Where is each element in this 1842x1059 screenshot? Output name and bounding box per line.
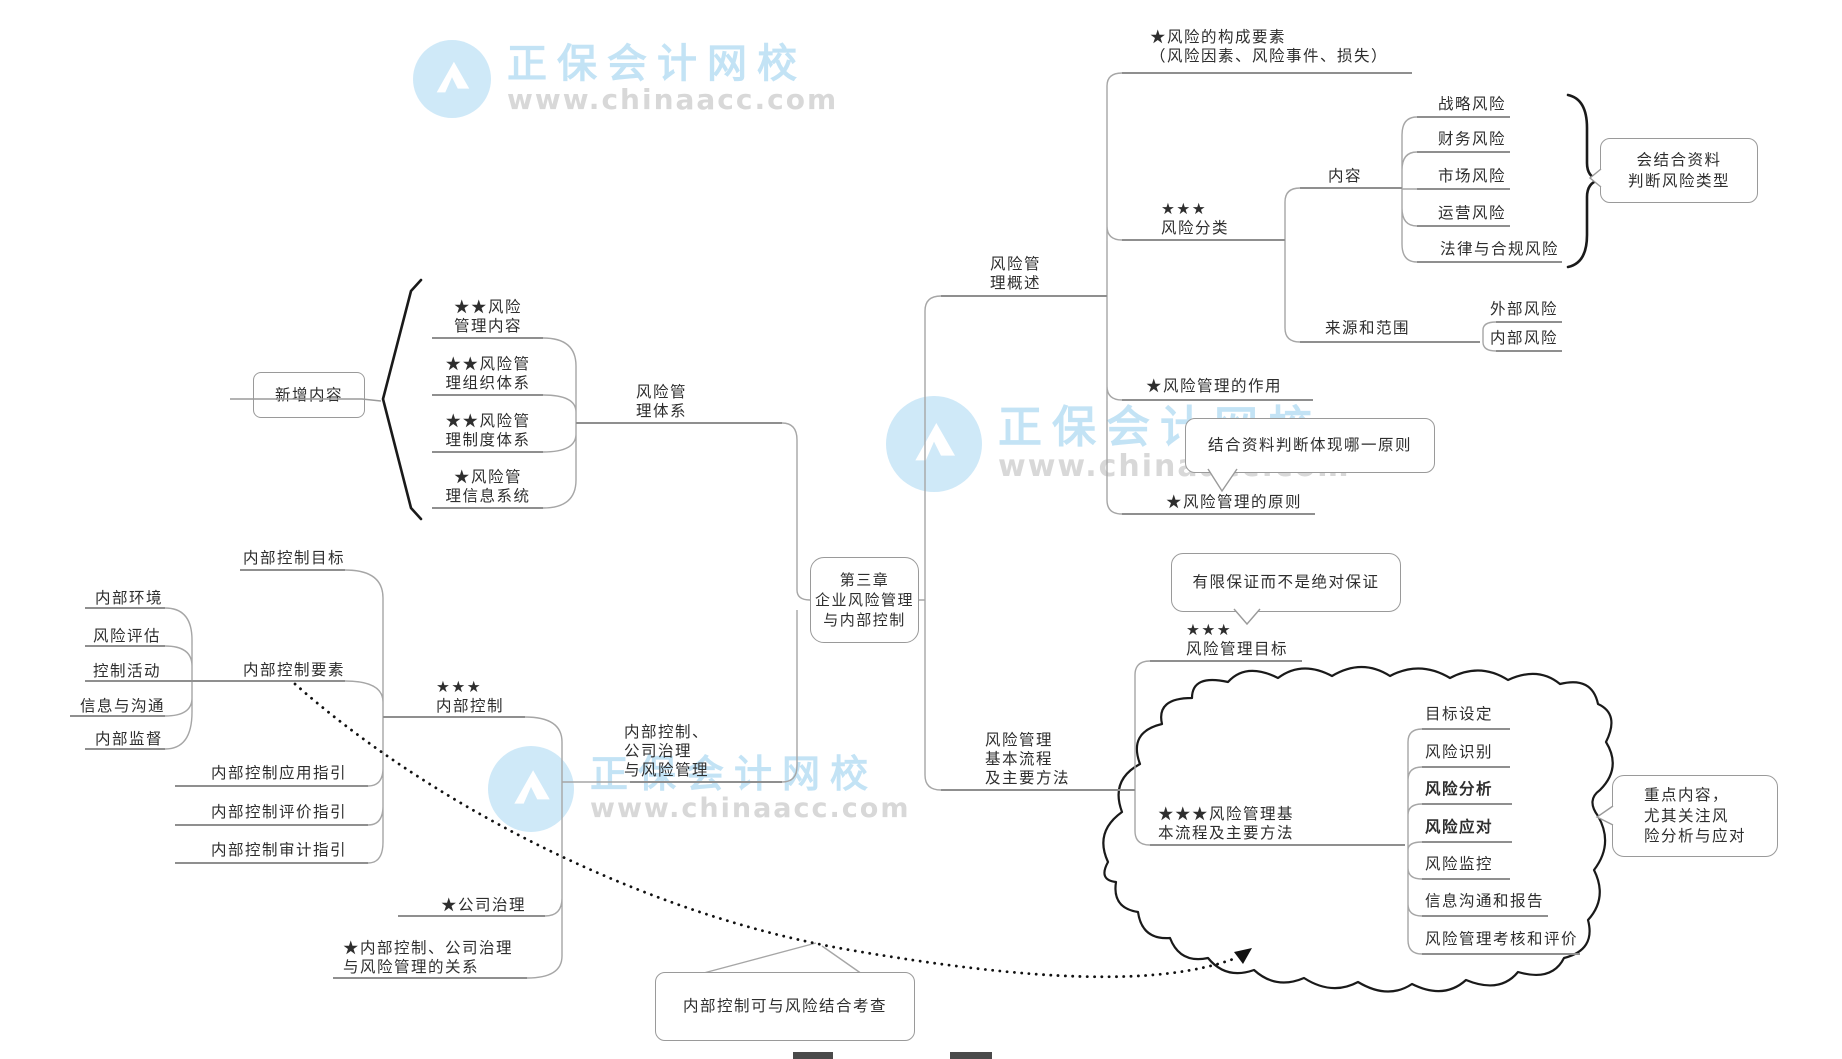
watermark-brand: 正保会计网校 xyxy=(507,41,807,88)
watermark-url: www.chinaacc.com xyxy=(590,792,911,824)
watermark-url: www.chinaacc.com xyxy=(507,83,839,117)
topic-overview[interactable]: 风险管 理概述 xyxy=(990,255,1042,292)
focus-note-label: 重点内容， 尤其关注风 险分析与应对 xyxy=(1643,785,1746,846)
topic-ic-guide-audit[interactable]: 内部控制审计指引 xyxy=(211,841,348,859)
topic-governance[interactable]: ★公司治理 xyxy=(441,896,527,914)
focus-note-callout[interactable]: 重点内容， 尤其关注风 险分析与应对 xyxy=(1612,775,1778,857)
topic-rm-role[interactable]: ★风险管理的作用 xyxy=(1146,377,1283,395)
topic-step-respond[interactable]: 风险应对 xyxy=(1425,817,1494,836)
topic-risk-classification[interactable]: ★★★ 风险分类 xyxy=(1161,200,1230,237)
topic-operational-risk[interactable]: 运营风险 xyxy=(1438,204,1507,222)
topic-process-branch[interactable]: 风险管理 基本流程 及主要方法 xyxy=(985,731,1071,787)
goal-note-callout[interactable]: 有限保证而不是绝对保证 xyxy=(1171,553,1401,612)
topic-rm-goal[interactable]: ★★★ 风险管理目标 xyxy=(1186,621,1289,658)
central-topic[interactable]: 第三章 企业风险管理 与内部控制 xyxy=(810,557,919,643)
cropped-footer-mark xyxy=(950,1052,992,1059)
topic-rm-rule-system[interactable]: ★★风险管 理制度体系 xyxy=(445,412,531,449)
arrowhead xyxy=(1234,948,1252,964)
central-topic-label: 第三章 企业风险管理 与内部控制 xyxy=(814,570,914,630)
topic-ic-supervision[interactable]: 内部监督 xyxy=(95,730,164,748)
summary-bracket xyxy=(381,278,423,521)
topic-step-analyze[interactable]: 风险分析 xyxy=(1425,779,1494,798)
topic-rm-content[interactable]: ★★风险 管理内容 xyxy=(453,298,522,335)
topic-risk-elements[interactable]: ★风险的构成要素 （风险因素、风险事件、损失） xyxy=(1150,28,1389,65)
topic-relation[interactable]: ★内部控制、公司治理 与风险管理的关系 xyxy=(343,939,514,976)
cropped-footer-mark xyxy=(793,1052,833,1059)
topic-step-identify[interactable]: 风险识别 xyxy=(1425,743,1494,761)
topic-financial-risk[interactable]: 财务风险 xyxy=(1438,130,1507,148)
new-content-tag[interactable]: 新增内容 xyxy=(253,372,365,418)
topic-legal-risk[interactable]: 法律与合规风险 xyxy=(1440,240,1560,258)
topic-rm-system[interactable]: 风险管 理体系 xyxy=(636,383,688,420)
topic-ic-activity[interactable]: 控制活动 xyxy=(93,662,162,680)
curly-brace xyxy=(1566,93,1601,269)
chinaacc-logo-icon xyxy=(488,746,574,832)
topic-external-risk[interactable]: 外部风险 xyxy=(1490,300,1559,318)
topic-ic-assess[interactable]: 风险评估 xyxy=(93,627,162,645)
topic-ic-env[interactable]: 内部环境 xyxy=(95,589,164,607)
topic-ic-guide-apply[interactable]: 内部控制应用指引 xyxy=(211,764,348,782)
risk-type-note-label: 会结合资料 判断风险类型 xyxy=(1627,150,1730,190)
topic-ic-guide-evaluate[interactable]: 内部控制评价指引 xyxy=(211,803,348,821)
watermark-top-left: 正保会计网校 www.chinaacc.com xyxy=(413,40,838,118)
topic-ic-communication[interactable]: 信息与沟通 xyxy=(80,697,166,715)
chinaacc-logo-icon xyxy=(886,396,982,492)
principle-note-label: 结合资料判断体现哪一原则 xyxy=(1207,436,1412,455)
topic-market-risk[interactable]: 市场风险 xyxy=(1438,167,1507,185)
risk-type-note[interactable]: 会结合资料 判断风险类型 xyxy=(1600,138,1758,203)
chinaacc-logo-icon xyxy=(413,40,491,118)
topic-step-objective[interactable]: 目标设定 xyxy=(1425,705,1494,723)
topic-rm-info-system[interactable]: ★风险管 理信息系统 xyxy=(445,468,531,505)
topic-ic-target[interactable]: 内部控制目标 xyxy=(243,549,346,567)
principle-note-callout[interactable]: 结合资料判断体现哪一原则 xyxy=(1185,418,1435,473)
topic-internal-control[interactable]: ★★★ 内部控制 xyxy=(436,678,505,715)
new-content-label: 新增内容 xyxy=(274,385,343,404)
topic-internal-risk[interactable]: 内部风险 xyxy=(1490,329,1559,347)
goal-note-label: 有限保证而不是绝对保证 xyxy=(1192,573,1380,592)
topic-strategic-risk[interactable]: 战略风险 xyxy=(1438,95,1507,113)
topic-rm-principle[interactable]: ★风险管理的原则 xyxy=(1166,493,1303,511)
topic-classification-content[interactable]: 内容 xyxy=(1328,167,1363,185)
topic-step-report[interactable]: 信息沟通和报告 xyxy=(1425,892,1545,910)
topic-rm-org-system[interactable]: ★★风险管 理组织体系 xyxy=(445,355,531,392)
topic-source-scope[interactable]: 来源和范围 xyxy=(1325,319,1411,337)
exam-note-callout[interactable]: 内部控制可与风险结合考查 xyxy=(655,972,915,1041)
topic-ic-elements[interactable]: 内部控制要素 xyxy=(243,661,346,679)
topic-internal-branch[interactable]: 内部控制、 公司治理 与风险管理 xyxy=(624,723,710,779)
topic-step-monitor[interactable]: 风险监控 xyxy=(1425,855,1494,873)
exam-note-label: 内部控制可与风险结合考查 xyxy=(682,997,887,1016)
topic-step-review[interactable]: 风险管理考核和评价 xyxy=(1425,930,1579,948)
topic-flow-methods[interactable]: ★★★风险管理基 本流程及主要方法 xyxy=(1158,805,1295,842)
